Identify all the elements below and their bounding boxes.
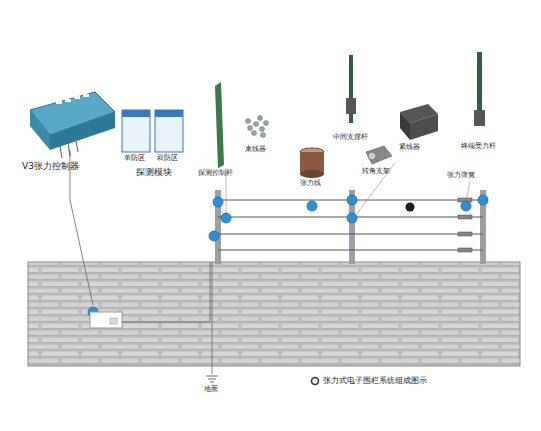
module-label: 单防区 <box>124 155 145 163</box>
part-label: 张力弹簧 <box>447 172 475 180</box>
legend-marker <box>310 376 320 386</box>
part-label: V3张力控制器 <box>22 162 79 172</box>
part-label: 终端受力杆 <box>461 143 496 151</box>
legend-text: 张力式电子围栏系统组成图示 <box>323 375 427 386</box>
part-label: 探测控制杆 <box>198 170 233 178</box>
part-label: 束线器 <box>245 146 266 154</box>
ground-label: 地面 <box>204 386 218 394</box>
part-label: 探测模块 <box>136 168 172 178</box>
part-label: 紧线器 <box>399 144 420 152</box>
part-label: 转角支架 <box>362 168 390 176</box>
part-label: 张力线 <box>300 180 321 188</box>
module-label: 双防区 <box>157 155 178 163</box>
part-label: 中间支撑杆 <box>333 134 368 142</box>
legend-row: 张力式电子围栏系统组成图示 <box>310 375 427 386</box>
